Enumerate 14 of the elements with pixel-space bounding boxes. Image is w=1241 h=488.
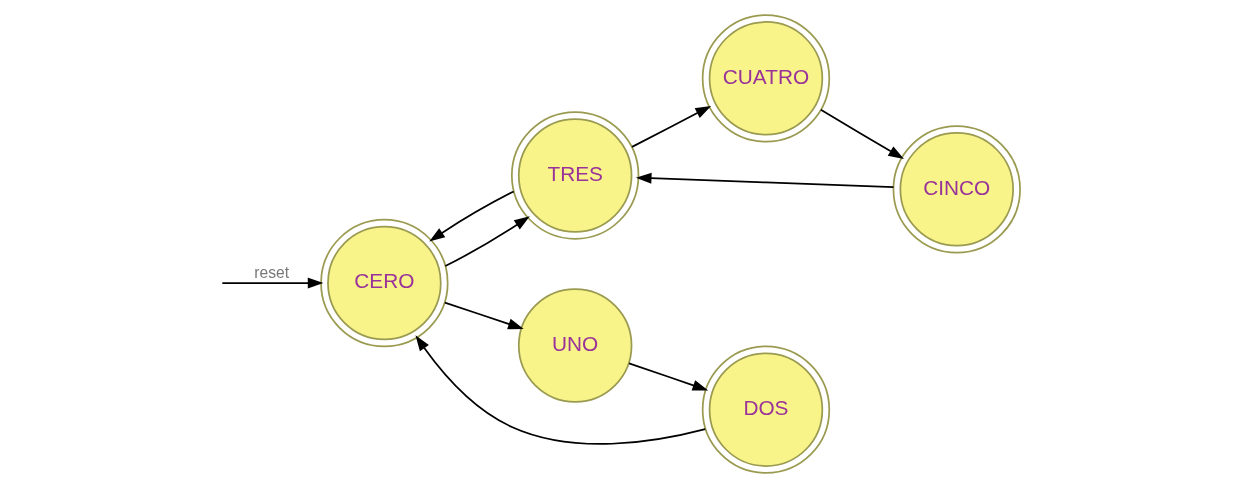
edge-label: reset bbox=[254, 264, 289, 282]
node-circle: CUATRO bbox=[701, 14, 831, 143]
arrow bbox=[628, 362, 709, 391]
arrow bbox=[444, 216, 530, 267]
node-circle: CINCO bbox=[892, 125, 1021, 254]
arrow bbox=[444, 301, 524, 330]
arrow bbox=[221, 277, 324, 289]
node-circle: DOS bbox=[701, 345, 831, 474]
arrow bbox=[635, 172, 895, 188]
arrow bbox=[415, 335, 707, 445]
arrow bbox=[820, 109, 904, 160]
arrow bbox=[429, 190, 515, 242]
arrow bbox=[631, 105, 712, 148]
node-circle: UNO bbox=[517, 288, 633, 403]
